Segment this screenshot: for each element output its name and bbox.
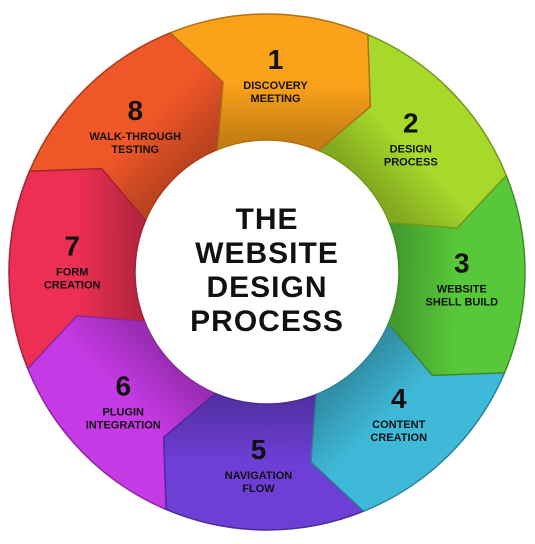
center-circle xyxy=(137,142,397,402)
step-number: 1 xyxy=(268,44,284,75)
step-label-line: PROCESS xyxy=(384,156,438,168)
step-number: 2 xyxy=(403,107,419,138)
step-number: 7 xyxy=(64,230,80,261)
center-title-line: DESIGN xyxy=(206,271,327,304)
cycle-segment-2 xyxy=(317,33,508,229)
cycle-segments xyxy=(8,13,526,531)
step-label-line: TESTING xyxy=(111,144,159,156)
step-label-line: MEETING xyxy=(250,93,300,105)
step-label-line: FORM xyxy=(56,266,88,278)
step-label-line: CONTENT xyxy=(372,419,425,431)
step-label-line: WALK-THROUGH xyxy=(89,131,181,143)
cycle-segment-1 xyxy=(168,13,372,152)
step-number: 5 xyxy=(251,434,267,465)
step-number: 6 xyxy=(115,371,131,402)
step-label-line: SHELL BUILD xyxy=(426,297,499,309)
step-label-line: CREATION xyxy=(44,279,101,291)
step-label-line: FLOW xyxy=(242,483,275,495)
cycle-segment-4 xyxy=(310,322,506,513)
step-label-line: CREATION xyxy=(370,432,427,444)
step-label-line: PLUGIN xyxy=(102,407,144,419)
step-label-line: INTEGRATION xyxy=(86,420,161,432)
step-number: 3 xyxy=(454,248,470,279)
step-label-line: WEBSITE xyxy=(437,284,487,296)
step-number: 4 xyxy=(391,383,407,414)
center-title-line: WEBSITE xyxy=(195,237,339,270)
step-label-line: DESIGN xyxy=(390,143,432,155)
step-label-line: NAVIGATION xyxy=(225,470,292,482)
center-title-line: THE xyxy=(236,203,299,236)
step-label-line: DISCOVERY xyxy=(243,80,308,92)
cycle-segment-6 xyxy=(26,315,217,511)
center-title-line: PROCESS xyxy=(190,305,344,338)
cycle-labels: 1DISCOVERYMEETING2DESIGNPROCESS3WEBSITES… xyxy=(44,44,498,495)
center-title: THE WEBSITE DESIGN PROCESS xyxy=(190,203,344,338)
step-number: 8 xyxy=(127,95,143,126)
